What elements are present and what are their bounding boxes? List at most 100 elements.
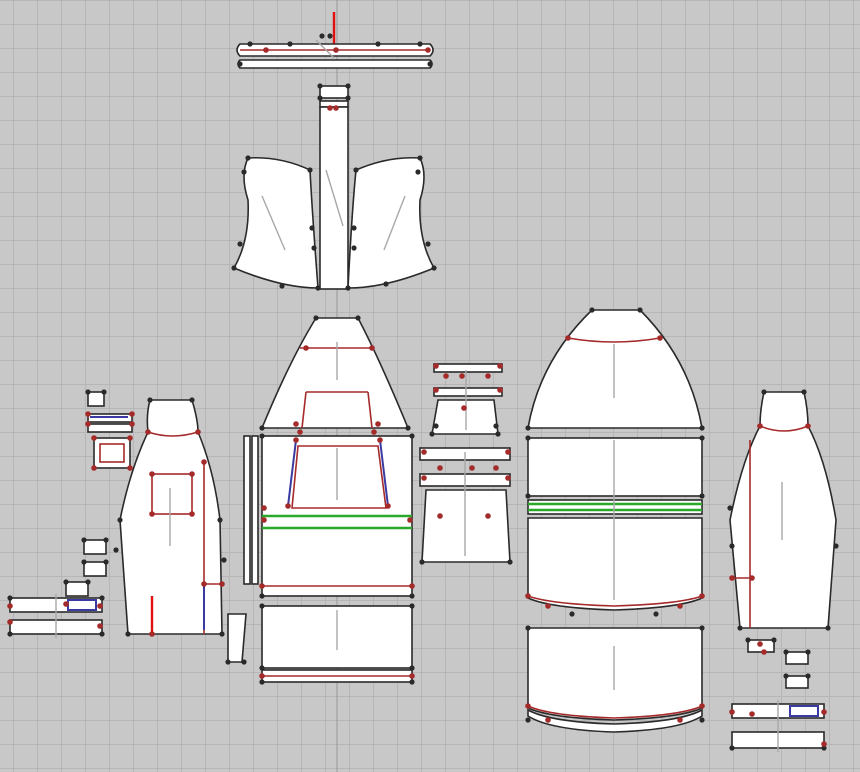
seam-point-handle[interactable] xyxy=(433,363,439,369)
right-sleeve[interactable] xyxy=(729,391,837,629)
seam-point-handle[interactable] xyxy=(189,471,195,477)
vertex-handle[interactable] xyxy=(737,625,743,631)
vertex-handle[interactable] xyxy=(259,679,265,685)
vertex-handle[interactable] xyxy=(433,423,439,429)
seam-point-handle[interactable] xyxy=(459,373,465,379)
seam-point-handle[interactable] xyxy=(805,423,811,429)
vertex-handle[interactable] xyxy=(221,557,227,563)
seam-point-handle[interactable] xyxy=(189,511,195,517)
seam-point-handle[interactable] xyxy=(421,449,427,455)
seam-point-handle[interactable] xyxy=(821,709,827,715)
seam-point-handle[interactable] xyxy=(263,47,269,53)
vertex-handle[interactable] xyxy=(279,283,285,289)
vertex-handle[interactable] xyxy=(219,631,225,637)
vertex-handle[interactable] xyxy=(805,673,811,679)
vertex-handle[interactable] xyxy=(319,33,325,39)
seam-point-handle[interactable] xyxy=(433,387,439,393)
front-skirt[interactable] xyxy=(261,605,413,683)
sleeve-cap-left[interactable] xyxy=(232,156,319,289)
seam-point-handle[interactable] xyxy=(385,503,391,509)
vertex-handle[interactable] xyxy=(771,637,777,643)
seam-point-handle[interactable] xyxy=(565,335,571,341)
seam-point-handle[interactable] xyxy=(407,517,413,523)
seam-point-handle[interactable] xyxy=(729,575,735,581)
seam-point-handle[interactable] xyxy=(505,475,511,481)
seam-point-handle[interactable] xyxy=(85,421,91,427)
seam-point-handle[interactable] xyxy=(371,429,377,435)
left-sleeve[interactable] xyxy=(119,399,223,635)
seam-point-handle[interactable] xyxy=(545,717,551,723)
sleeve-cap-right[interactable] xyxy=(347,156,436,289)
vertex-handle[interactable] xyxy=(147,397,153,403)
seam-point-handle[interactable] xyxy=(421,475,427,481)
vertex-handle[interactable] xyxy=(345,285,351,291)
control-points[interactable] xyxy=(7,33,839,751)
vertex-handle[interactable] xyxy=(351,225,357,231)
seam-point-handle[interactable] xyxy=(129,421,135,427)
vertex-handle[interactable] xyxy=(653,611,659,617)
vertex-handle[interactable] xyxy=(317,83,323,89)
seam-point-handle[interactable] xyxy=(261,505,267,511)
vertex-handle[interactable] xyxy=(383,281,389,287)
seam-point-handle[interactable] xyxy=(369,345,375,351)
vertex-handle[interactable] xyxy=(311,245,317,251)
collar-stand[interactable] xyxy=(319,85,349,108)
back-bodice[interactable] xyxy=(527,309,703,429)
seam-point-handle[interactable] xyxy=(505,449,511,455)
seam-point-handle[interactable] xyxy=(757,641,763,647)
vertex-handle[interactable] xyxy=(259,665,265,671)
seam-point-handle[interactable] xyxy=(145,429,151,435)
vertex-handle[interactable] xyxy=(313,315,319,321)
vertex-handle[interactable] xyxy=(241,169,247,175)
vertex-handle[interactable] xyxy=(345,95,351,101)
vertex-handle[interactable] xyxy=(103,559,109,565)
vertex-handle[interactable] xyxy=(309,225,315,231)
vertex-handle[interactable] xyxy=(699,425,705,431)
seam-point-handle[interactable] xyxy=(461,405,467,411)
vertex-handle[interactable] xyxy=(259,593,265,599)
seam-point-handle[interactable] xyxy=(201,459,207,465)
seam-point-handle[interactable] xyxy=(757,423,763,429)
vertex-handle[interactable] xyxy=(405,425,411,431)
vertex-handle[interactable] xyxy=(699,717,705,723)
seam-point-handle[interactable] xyxy=(97,603,103,609)
vertex-handle[interactable] xyxy=(729,745,735,751)
seam-point-handle[interactable] xyxy=(729,709,735,715)
vertex-handle[interactable] xyxy=(507,559,513,565)
vertex-handle[interactable] xyxy=(783,673,789,679)
seam-point-handle[interactable] xyxy=(699,703,705,709)
seam-point-handle[interactable] xyxy=(91,465,97,471)
seam-point-handle[interactable] xyxy=(485,373,491,379)
cuff-strips-right[interactable] xyxy=(731,700,825,752)
vertex-handle[interactable] xyxy=(237,241,243,247)
seam-point-handle[interactable] xyxy=(261,517,267,523)
seam-point-handle[interactable] xyxy=(219,581,225,587)
vertex-handle[interactable] xyxy=(761,389,767,395)
seam-point-handle[interactable] xyxy=(497,363,503,369)
seam-point-handle[interactable] xyxy=(333,105,339,111)
vertex-handle[interactable] xyxy=(427,61,433,67)
vertex-handle[interactable] xyxy=(493,423,499,429)
vertex-handle[interactable] xyxy=(113,547,119,553)
seam-point-handle[interactable] xyxy=(699,593,705,599)
vertex-handle[interactable] xyxy=(351,245,357,251)
seam-point-handle[interactable] xyxy=(7,619,13,625)
vertex-handle[interactable] xyxy=(7,595,13,601)
vertex-handle[interactable] xyxy=(805,649,811,655)
back-yoke[interactable] xyxy=(431,363,503,435)
vertex-handle[interactable] xyxy=(525,493,531,499)
seam-point-handle[interactable] xyxy=(91,435,97,441)
vertex-handle[interactable] xyxy=(825,625,831,631)
seam-point-handle[interactable] xyxy=(303,345,309,351)
seam-point-handle[interactable] xyxy=(7,603,13,609)
vertex-handle[interactable] xyxy=(99,595,105,601)
vertex-handle[interactable] xyxy=(117,517,123,523)
seam-point-handle[interactable] xyxy=(677,603,683,609)
vertex-handle[interactable] xyxy=(81,537,87,543)
vertex-handle[interactable] xyxy=(569,611,575,617)
vertex-handle[interactable] xyxy=(699,625,705,631)
vertex-handle[interactable] xyxy=(637,307,643,313)
vertex-handle[interactable] xyxy=(727,505,733,511)
seam-point-handle[interactable] xyxy=(377,437,383,443)
